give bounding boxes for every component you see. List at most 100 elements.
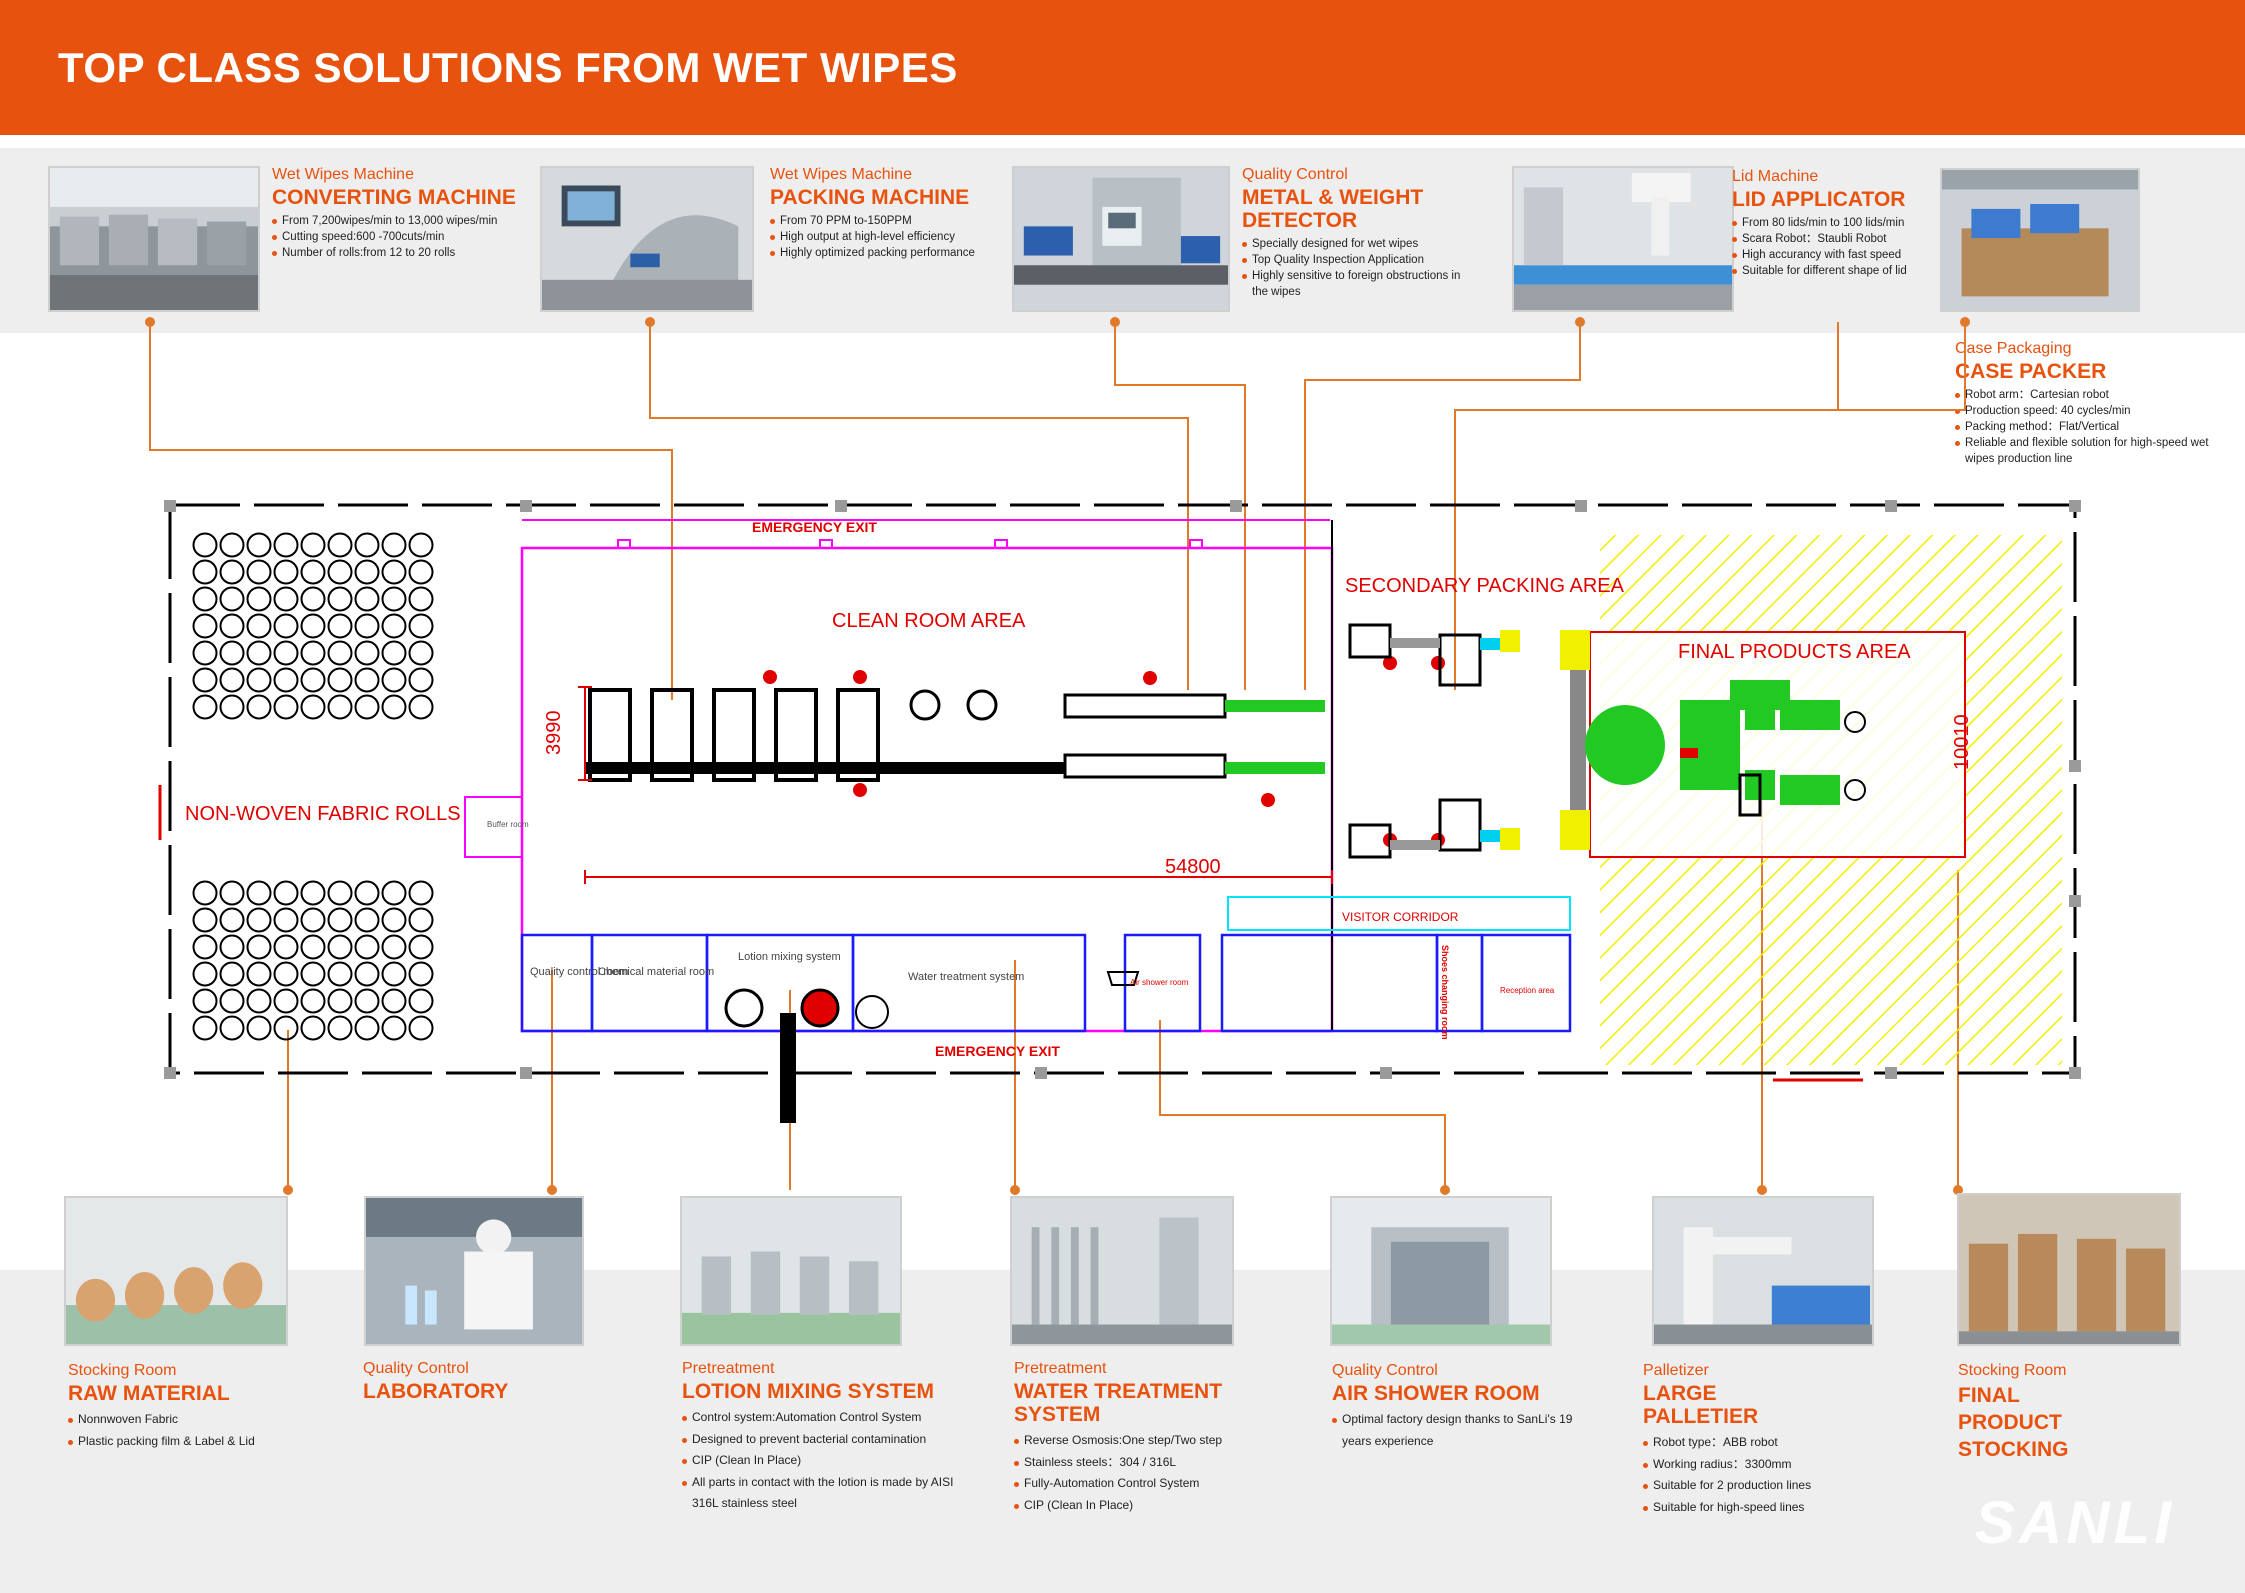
fabric-roll — [354, 532, 380, 558]
card-spec: CIP (Clean In Place) — [1014, 1495, 1254, 1517]
fabric-roll — [246, 907, 272, 933]
buffer-room-label: Buffer room — [487, 820, 529, 829]
fabric-roll — [408, 988, 434, 1014]
fabric-roll — [273, 1015, 299, 1041]
packing-machine-photo — [540, 166, 754, 312]
case-packer-card: Case Packaging CASE PACKER Robot arm：Car… — [1955, 340, 2240, 467]
water-treatment-label: Water treatment system — [908, 971, 1024, 983]
card-title: LARGE PALLETIER — [1643, 1382, 1759, 1428]
card-spec: Highly optimized packing performance — [770, 245, 1010, 261]
card-title: CONVERTING MACHINE — [272, 186, 516, 209]
card-spec: Reverse Osmosis:One step/Two step — [1014, 1430, 1254, 1452]
fabric-roll — [327, 880, 353, 906]
fabric-roll — [273, 640, 299, 666]
height-dimension: 3990 — [543, 711, 565, 756]
length-dimension: 54800 — [1165, 856, 1221, 878]
fabric-roll — [327, 559, 353, 585]
lid-applicator-card: Lid Machine LID APPLICATOR From 80 lids/… — [1732, 168, 1932, 279]
fabric-roll — [300, 559, 326, 585]
fabric-roll — [219, 694, 245, 720]
fabric-roll — [381, 988, 407, 1014]
fabric-roll — [273, 934, 299, 960]
card-spec: Highly sensitive to foreign obstructions… — [1242, 268, 1478, 300]
secondary-packing-label: SECONDARY PACKING AREA — [1345, 575, 1625, 597]
fabric-roll — [246, 586, 272, 612]
fabric-roll — [300, 640, 326, 666]
fabric-roll — [408, 1015, 434, 1041]
fabric-roll — [300, 667, 326, 693]
fabric-roll — [408, 694, 434, 720]
card-spec: Robot type：ABB robot — [1643, 1432, 1853, 1454]
final-products-label: FINAL PRODUCTS AREA — [1678, 641, 1911, 663]
fabric-roll — [192, 559, 218, 585]
card-spec: Number of rolls:from 12 to 20 rolls — [272, 245, 532, 261]
fabric-roll — [219, 961, 245, 987]
fabric-roll — [192, 988, 218, 1014]
laboratory-photo — [364, 1196, 584, 1346]
card-category: Lid Machine — [1732, 168, 1819, 185]
fabric-roll — [273, 613, 299, 639]
fabric-roll — [300, 934, 326, 960]
width-dimension: 10010 — [1951, 714, 1973, 770]
card-spec: Reliable and flexible solution for high-… — [1955, 435, 2240, 467]
changing-room-label: Shoes changing room — [1440, 945, 1450, 1040]
fabric-roll — [327, 586, 353, 612]
fabric-roll — [192, 586, 218, 612]
page-title: TOP CLASS SOLUTIONS FROM WET WIPES — [58, 44, 958, 91]
card-spec: Suitable for 2 production lines — [1643, 1475, 1853, 1497]
card-title: LOTION MIXING SYSTEM — [682, 1380, 935, 1403]
fabric-roll — [327, 988, 353, 1014]
fabric-roll — [381, 907, 407, 933]
card-title: FINAL PRODUCT STOCKING — [1958, 1384, 2069, 1461]
fabric-roll — [219, 613, 245, 639]
fabric-roll — [246, 1015, 272, 1041]
fabric-roll — [219, 640, 245, 666]
converting-machine-card: Wet Wipes Machine CONVERTING MACHINE Fro… — [272, 166, 532, 261]
fabric-roll — [354, 907, 380, 933]
card-spec: From 80 lids/min to 100 lids/min — [1732, 215, 1932, 231]
fabric-roll — [246, 532, 272, 558]
fabric-roll — [192, 694, 218, 720]
fabric-roll — [219, 934, 245, 960]
fabric-roll — [192, 613, 218, 639]
fabric-roll — [273, 532, 299, 558]
visitor-corridor-label: VISITOR CORRIDOR — [1342, 910, 1459, 924]
air-shower-room-label: Air shower room — [1130, 978, 1189, 987]
fabric-roll — [354, 559, 380, 585]
fabric-roll — [246, 961, 272, 987]
fabric-roll-storage — [192, 532, 434, 1041]
header-banner: TOP CLASS SOLUTIONS FROM WET WIPES — [0, 0, 2245, 135]
card-title: WATER TREATMENT SYSTEM — [1014, 1380, 1223, 1426]
fabric-roll — [192, 934, 218, 960]
fabric-roll — [408, 586, 434, 612]
fabric-roll — [381, 640, 407, 666]
fabric-roll — [246, 934, 272, 960]
card-title: METAL & WEIGHT DETECTOR — [1242, 186, 1424, 232]
card-spec: Fully-Automation Control System — [1014, 1473, 1254, 1495]
fabric-roll — [381, 667, 407, 693]
lotion-mixing-photo — [680, 1196, 902, 1346]
card-category: Pretreatment — [682, 1360, 775, 1377]
card-spec: Cutting speed:600 -700cuts/min — [272, 229, 532, 245]
card-spec: Suitable for different shape of lid — [1732, 263, 1932, 279]
fabric-roll — [246, 640, 272, 666]
card-category: Wet Wipes Machine — [770, 166, 912, 183]
fabric-roll — [219, 559, 245, 585]
fabric-roll — [300, 694, 326, 720]
lotion-mixing-card: Pretreatment LOTION MIXING SYSTEM Contro… — [682, 1360, 964, 1515]
card-spec: CIP (Clean In Place) — [682, 1450, 964, 1472]
fabric-roll — [273, 961, 299, 987]
fabric-roll — [300, 880, 326, 906]
fabric-roll — [327, 667, 353, 693]
card-spec: Robot arm：Cartesian robot — [1955, 387, 2240, 403]
palletizer-photo — [1652, 1196, 1874, 1346]
fabric-roll — [219, 907, 245, 933]
card-category: Quality Control — [1242, 166, 1348, 183]
fabric-roll — [192, 532, 218, 558]
card-spec: High accurancy with fast speed — [1732, 247, 1932, 263]
card-spec: From 7,200wipes/min to 13,000 wipes/min — [272, 213, 532, 229]
fabric-roll — [354, 961, 380, 987]
card-title: AIR SHOWER ROOM — [1332, 1382, 1540, 1405]
dimension-lines — [578, 632, 1966, 884]
fabric-roll — [300, 532, 326, 558]
